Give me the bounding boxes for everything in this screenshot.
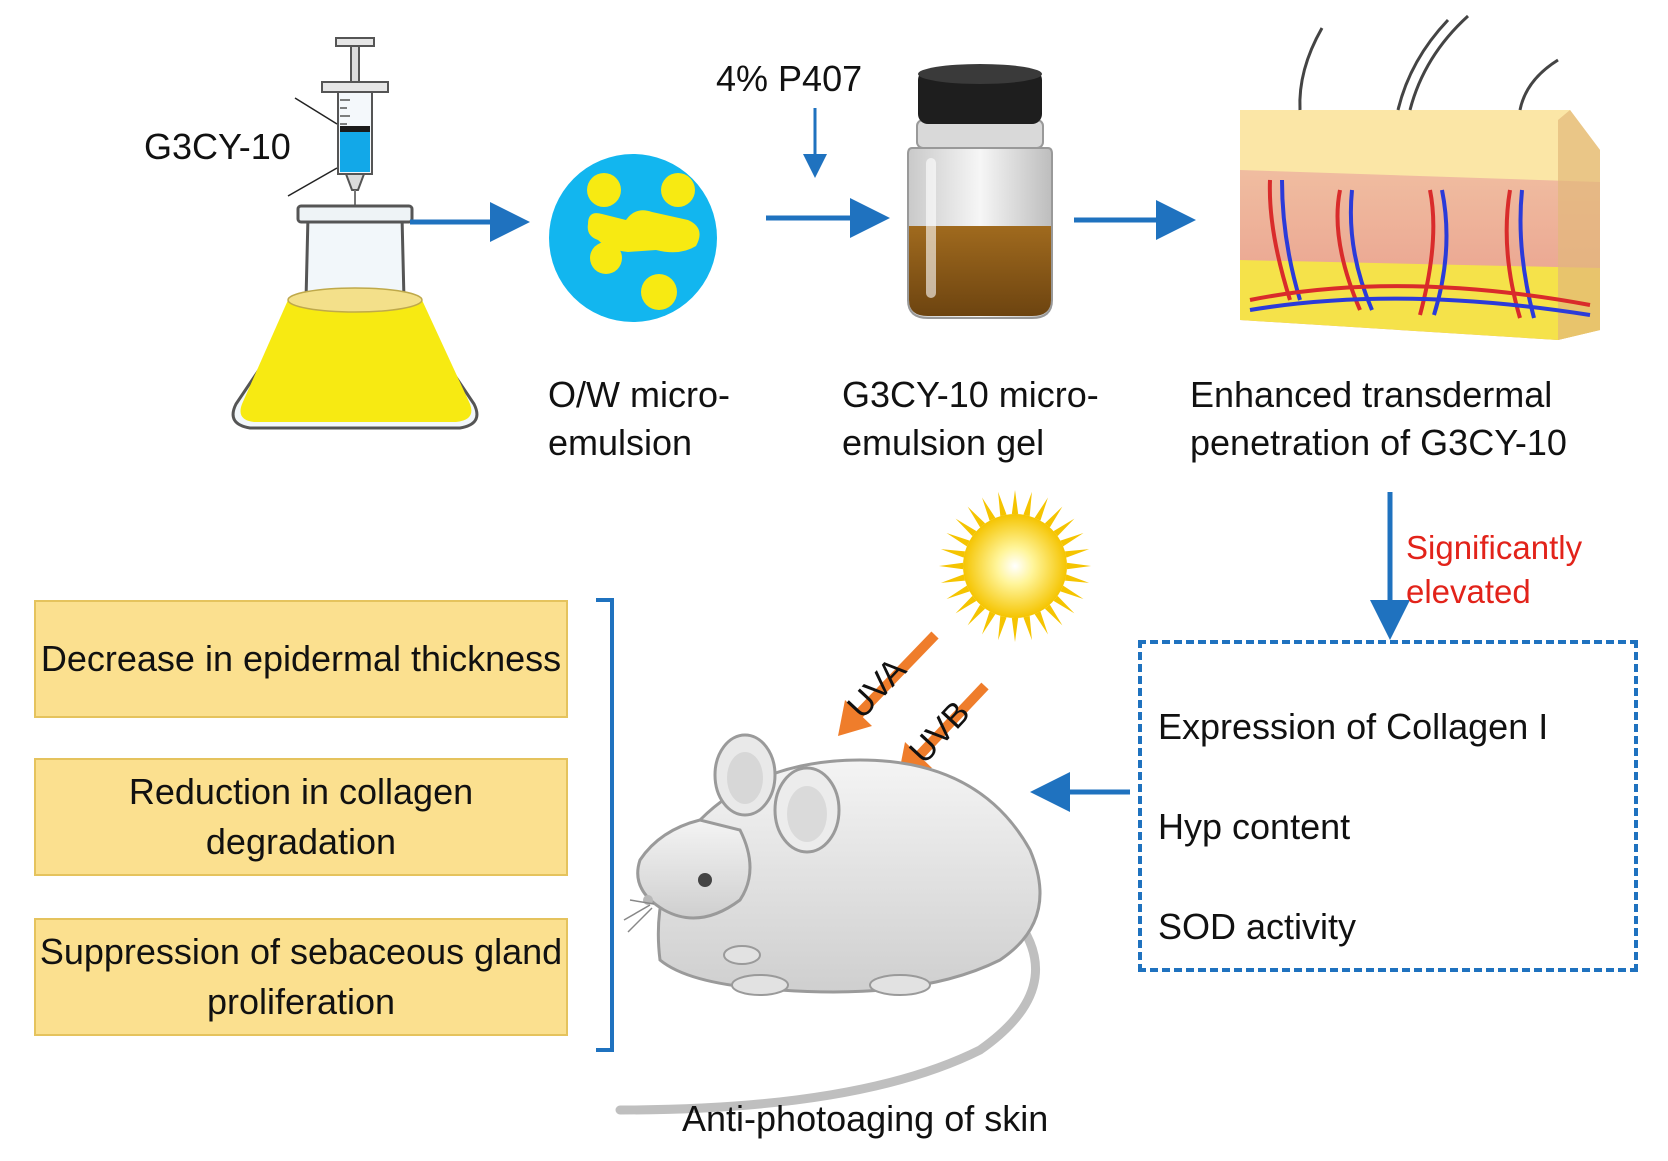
effect-box: Suppression of sebaceous gland prolifera… [34, 918, 568, 1036]
elevated-items-box [1138, 640, 1638, 972]
effect-text: Reduction in collagen degradation [128, 771, 474, 862]
label-g3cy10: G3CY-10 [144, 126, 291, 167]
mouse-icon [615, 733, 1042, 1115]
elevated-item: SOD activity [1158, 906, 1357, 947]
effect-text: Suppression of sebaceous gland prolifera… [39, 931, 563, 1022]
label-pointer-line [287, 167, 338, 197]
elevated-item: Hyp content [1158, 806, 1351, 847]
label-transdermal-line2: penetration of G3CY-10 [1190, 422, 1567, 463]
label-ow-emulsion-line1: O/W micro- [548, 374, 730, 415]
skin-cross-section-icon [1240, 14, 1600, 340]
microemulsion-icon [549, 154, 717, 322]
effect-box: Decrease in epidermal thickness [34, 600, 568, 718]
syringe-icon [321, 37, 389, 226]
elevated-item: Expression of Collagen I [1158, 706, 1549, 747]
bracket [596, 598, 614, 1052]
label-ow-emulsion-line2: emulsion [548, 422, 693, 463]
label-pointer-line [294, 97, 338, 125]
label-gel-line2: emulsion gel [842, 422, 1045, 463]
effect-box: Reduction in collagen degradation [34, 758, 568, 876]
label-transdermal-line1: Enhanced transdermal [1190, 374, 1553, 415]
label-elevated: elevated [1406, 573, 1531, 610]
uva-arrow [838, 631, 939, 736]
label-gel-line1: G3CY-10 micro- [842, 374, 1099, 415]
label-significantly: Significantly [1406, 529, 1583, 566]
flask-icon [231, 204, 479, 430]
sun-icon [939, 490, 1091, 642]
caption: Anti-photoaging of skin [682, 1098, 1049, 1139]
label-p407: 4% P407 [716, 58, 863, 99]
gel-jar-icon [907, 64, 1053, 319]
effect-text: Decrease in epidermal thickness [40, 638, 562, 679]
